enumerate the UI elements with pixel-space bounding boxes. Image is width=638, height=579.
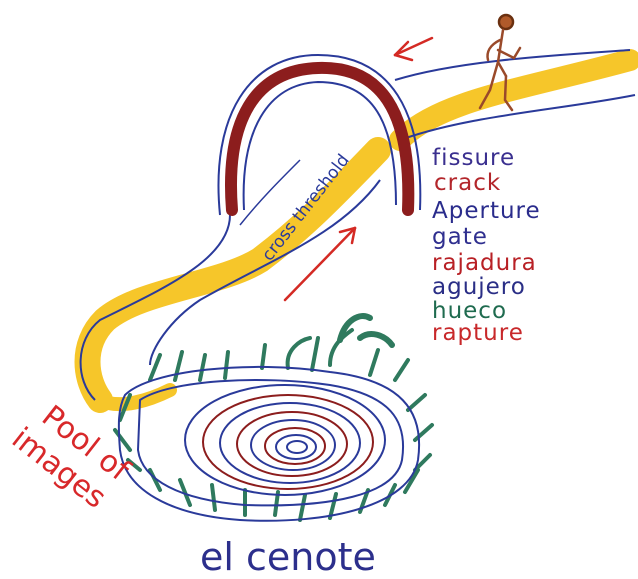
arrow-icon [395, 38, 432, 60]
word-agujero: agujero [432, 274, 526, 300]
pool-label: Pool of images [5, 393, 137, 518]
road-outline [81, 50, 635, 400]
word-crack: crack [434, 170, 501, 196]
yellow-path [88, 60, 631, 404]
cenote-plants [115, 316, 432, 520]
word-fissure: fissure [432, 145, 515, 171]
cenote-label: el cenote [200, 535, 376, 579]
word-rajadura: rajadura [432, 250, 537, 276]
cenote-swirl [185, 385, 385, 495]
word-aperture: Aperture [432, 198, 541, 224]
word-gate: gate [432, 224, 488, 250]
word-rapture: rapture [432, 320, 524, 346]
word-list: fissure crack Aperture gate rajadura agu… [432, 145, 541, 346]
cenote-rim [119, 367, 419, 521]
